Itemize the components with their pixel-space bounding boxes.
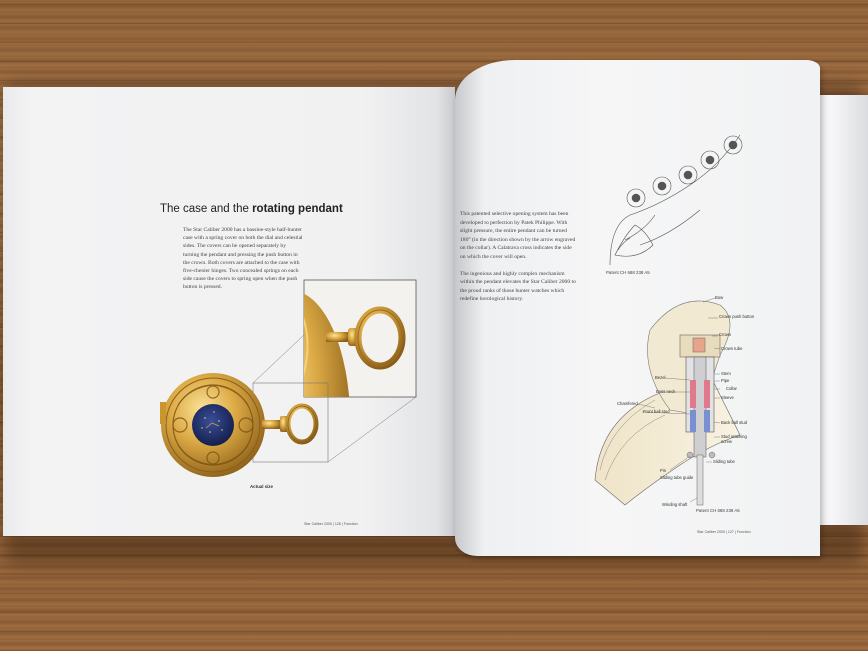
- label-crown: Crown: [719, 332, 732, 337]
- label-crown-tube: Crown tube: [721, 346, 743, 351]
- right-paragraph-1: This patented selective opening system h…: [460, 211, 576, 260]
- label-pin: Pin: [660, 468, 667, 473]
- label-collar: Collar: [726, 386, 737, 391]
- zoom-inset: [303, 279, 417, 398]
- label-winding-shaft: Winding shaft: [662, 502, 688, 507]
- left-page-footer: Star Caliber 2000 | 126 | Function: [304, 522, 358, 526]
- right-paragraph-2: The ingenious and highly complex mechani…: [460, 270, 576, 303]
- pocket-watch-image: [160, 373, 319, 477]
- pendant-sketch: [609, 134, 743, 266]
- patent-caption-bottom: Patent CH 688 238 A5: [696, 508, 740, 513]
- label-bezel: Bezel: [655, 375, 666, 380]
- label-sliding-tube: Sliding tube: [713, 459, 735, 464]
- actual-size-caption: Actual size: [250, 484, 273, 489]
- right-page-footer: Star Caliber 2000 | 127 | Function: [697, 530, 751, 534]
- label-stud-retaining-screw: Stud retaining screw: [721, 434, 747, 444]
- label-front-ball-stud: Front ball stud: [643, 409, 670, 414]
- label-chamfered: Chamfered: [617, 401, 638, 406]
- label-stem: Stem: [721, 371, 731, 376]
- right-body-text: This patented selective opening system h…: [460, 210, 578, 312]
- label-crown-push-button: Crown push button: [719, 314, 755, 319]
- label-bow: Bow: [715, 295, 724, 300]
- label-sleeve: Sleeve: [721, 395, 734, 400]
- label-pipe: Pipe: [721, 378, 730, 383]
- label-boss-neck: Boss neck: [656, 389, 676, 394]
- label-back-ball-stud: Back ball stud: [721, 420, 748, 425]
- label-sliding-tube-guide: Sliding tube guide: [660, 475, 694, 480]
- pendant-cross-section: [594, 297, 741, 506]
- patent-caption-top: Patent CH 688 238 A5: [606, 270, 650, 275]
- section-heading: The case and the rotating pendant: [160, 203, 343, 215]
- left-body-text: The Star Caliber 2000 has a bassine-styl…: [183, 227, 303, 291]
